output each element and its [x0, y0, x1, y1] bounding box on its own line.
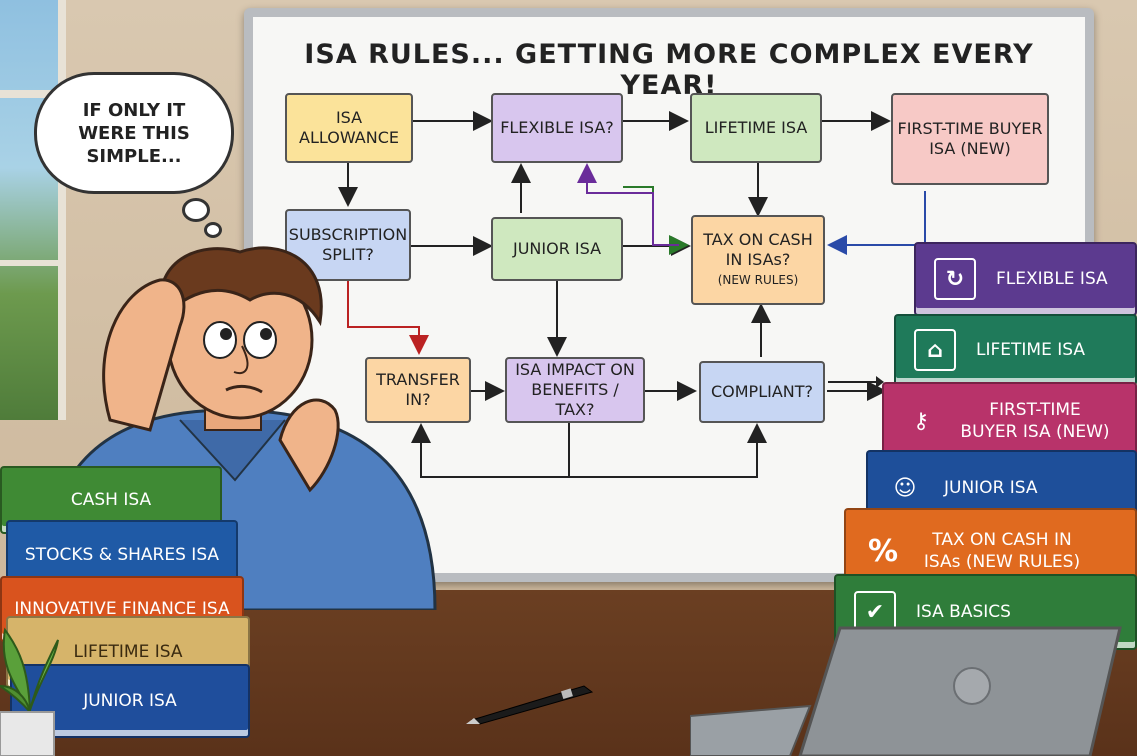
- book-label: INNOVATIVE FINANCE ISA: [14, 599, 230, 619]
- percent-icon: %: [867, 533, 899, 569]
- node-tax-on-cash: TAX ON CASH IN ISAs? (NEW RULES): [691, 215, 825, 305]
- arrow-to-books: [828, 376, 884, 388]
- cycle-icon: ↻: [934, 258, 976, 300]
- node-first-time-buyer: FIRST-TIME BUYER ISA (NEW): [891, 93, 1049, 185]
- book-lifetime-isa-right: ⌂ LIFETIME ISA: [894, 314, 1137, 386]
- book-label: FIRST-TIME BUYER ISA (NEW): [960, 400, 1110, 442]
- book-label: ISA BASICS: [916, 602, 1011, 622]
- node-tax-on-cash-sub: (NEW RULES): [717, 273, 799, 287]
- node-tax-on-cash-label: TAX ON CASH IN ISAs?: [703, 230, 813, 269]
- book-flexible-isa: ↻ FLEXIBLE ISA: [914, 242, 1137, 316]
- window-frame: [0, 90, 58, 98]
- window: [0, 0, 66, 420]
- person-illustration: [38, 246, 437, 610]
- node-compliant: COMPLIANT?: [699, 361, 825, 423]
- node-junior-isa: JUNIOR ISA: [491, 217, 623, 281]
- pen: [466, 685, 594, 725]
- book-label: CASH ISA: [70, 490, 152, 510]
- thought-text: IF ONLY IT WERE THIS SIMPLE...: [78, 99, 190, 167]
- book-label: JUNIOR ISA: [83, 691, 177, 711]
- node-lifetime-isa: LIFETIME ISA: [690, 93, 822, 163]
- thought-dot: [182, 198, 210, 222]
- node-isa-allowance: ISA ALLOWANCE: [285, 93, 413, 163]
- node-transfer-in: TRANSFER IN?: [365, 357, 471, 423]
- node-flexible-isa: FLEXIBLE ISA?: [491, 93, 623, 163]
- thought-bubble: IF ONLY IT WERE THIS SIMPLE...: [34, 72, 234, 194]
- window-frame: [0, 260, 58, 266]
- book-label: JUNIOR ISA: [944, 478, 1038, 498]
- potted-plant: [0, 627, 59, 756]
- thought-dot: [204, 222, 222, 238]
- laptop: [690, 626, 1122, 756]
- book-label: FLEXIBLE ISA: [996, 269, 1108, 289]
- board-title: ISA RULES... GETTING MORE COMPLEX EVERY …: [304, 39, 1034, 101]
- book-label: STOCKS & SHARES ISA: [24, 545, 220, 565]
- key-icon: ⚷: [912, 408, 930, 434]
- book-first-time-buyer: ⚷ FIRST-TIME BUYER ISA (NEW): [882, 382, 1137, 460]
- book-label: LIFETIME ISA: [976, 340, 1085, 360]
- book-label: LIFETIME ISA: [73, 642, 183, 662]
- node-isa-impact: ISA IMPACT ON BENEFITS / TAX?: [505, 357, 645, 423]
- house-icon: ⌂: [914, 329, 956, 371]
- book-label: TAX ON CASH IN ISAs (NEW RULES): [923, 530, 1081, 572]
- child-icon: ☺: [893, 475, 917, 501]
